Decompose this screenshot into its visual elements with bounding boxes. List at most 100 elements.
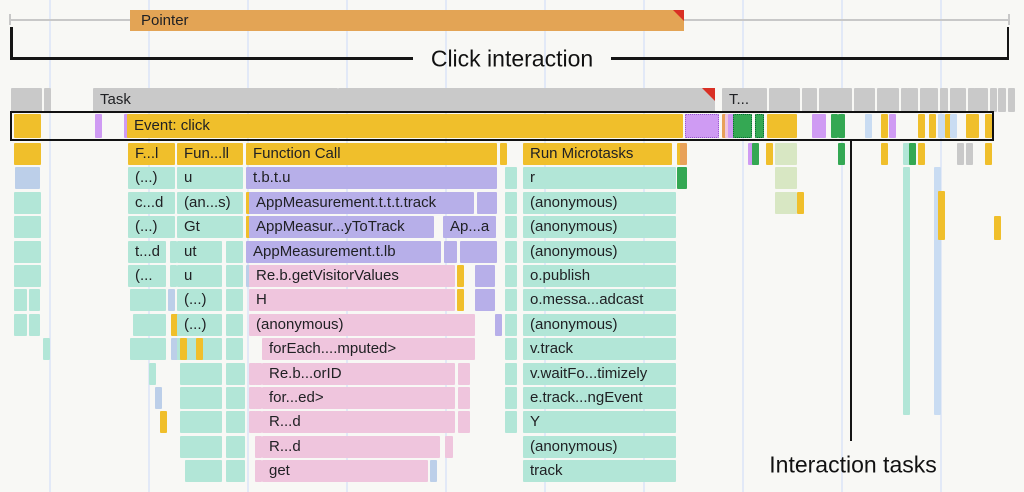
flame-segment[interactable] bbox=[500, 143, 507, 165]
flame-bar[interactable]: Function Call bbox=[246, 143, 497, 165]
flame-segment[interactable] bbox=[974, 88, 988, 112]
flame-segment[interactable] bbox=[748, 143, 755, 165]
flame-segment[interactable] bbox=[155, 387, 162, 409]
flame-segment[interactable] bbox=[180, 363, 222, 385]
flame-segment[interactable] bbox=[29, 314, 40, 336]
flame-segment[interactable] bbox=[865, 114, 872, 138]
flame-segment[interactable] bbox=[226, 314, 243, 336]
flame-segment[interactable] bbox=[940, 88, 948, 112]
flame-bar[interactable]: (anonymous) bbox=[523, 436, 676, 458]
flame-segment[interactable] bbox=[775, 143, 797, 165]
flame-segment[interactable] bbox=[168, 289, 175, 311]
flame-bar[interactable]: v.track bbox=[523, 338, 676, 360]
flame-segment[interactable] bbox=[990, 88, 997, 112]
flame-segment[interactable] bbox=[430, 460, 437, 482]
flame-segment[interactable] bbox=[945, 114, 952, 138]
flame-bar[interactable]: H bbox=[249, 289, 455, 311]
flame-segment[interactable] bbox=[14, 216, 41, 238]
flame-segment[interactable] bbox=[505, 265, 517, 287]
flame-segment[interactable] bbox=[171, 338, 178, 360]
flame-bar[interactable]: (...) bbox=[128, 167, 175, 189]
flame-bar[interactable]: o.messa...adcast bbox=[523, 289, 676, 311]
flame-segment[interactable] bbox=[226, 411, 245, 433]
flame-segment[interactable] bbox=[477, 192, 497, 214]
flame-segment[interactable] bbox=[918, 143, 925, 165]
flame-segment[interactable] bbox=[819, 114, 826, 138]
flame-segment[interactable] bbox=[458, 411, 470, 433]
flame-segment[interactable] bbox=[680, 143, 687, 165]
flame-segment[interactable] bbox=[775, 192, 797, 214]
flame-segment[interactable] bbox=[1008, 88, 1015, 112]
flame-segment[interactable] bbox=[505, 241, 517, 263]
flame-segment[interactable] bbox=[249, 411, 256, 433]
flame-segment[interactable] bbox=[807, 88, 817, 112]
flame-segment[interactable] bbox=[185, 460, 222, 482]
flame-segment[interactable] bbox=[859, 88, 875, 112]
flame-segment[interactable] bbox=[929, 114, 936, 138]
task-long-portion[interactable] bbox=[338, 88, 715, 112]
flame-bar[interactable]: r bbox=[523, 167, 676, 189]
flame-segment[interactable] bbox=[728, 114, 735, 138]
flame-segment[interactable] bbox=[180, 387, 222, 409]
flame-segment[interactable] bbox=[445, 436, 453, 458]
flame-segment[interactable] bbox=[14, 265, 41, 287]
flame-bar[interactable]: v.waitFo...timizely bbox=[523, 363, 676, 385]
flame-segment[interactable] bbox=[14, 192, 41, 214]
flame-bar[interactable]: u bbox=[177, 265, 222, 287]
flame-segment[interactable] bbox=[901, 88, 908, 112]
flame-segment[interactable] bbox=[505, 411, 517, 433]
flame-segment[interactable] bbox=[909, 143, 916, 165]
flame-segment[interactable] bbox=[769, 88, 800, 112]
flame-segment[interactable] bbox=[475, 265, 495, 287]
pointer-interaction-bar[interactable]: Pointer bbox=[130, 10, 684, 31]
flame-segment[interactable] bbox=[838, 114, 845, 138]
flame-segment[interactable] bbox=[733, 114, 752, 138]
flame-segment[interactable] bbox=[457, 265, 464, 287]
flame-bar[interactable]: R...d bbox=[262, 436, 440, 458]
flame-bar[interactable]: (anonymous) bbox=[523, 314, 676, 336]
flame-segment[interactable] bbox=[130, 338, 166, 360]
flame-segment[interactable] bbox=[680, 167, 687, 189]
flame-segment[interactable] bbox=[903, 143, 910, 165]
flame-segment[interactable] bbox=[966, 114, 973, 138]
flame-segment[interactable] bbox=[196, 338, 203, 360]
flame-segment[interactable] bbox=[226, 363, 245, 385]
flame-segment[interactable] bbox=[824, 88, 852, 112]
flame-segment[interactable] bbox=[226, 338, 243, 360]
flame-segment[interactable] bbox=[920, 88, 938, 112]
flame-bar[interactable]: for...ed> bbox=[262, 387, 455, 409]
flame-bar[interactable]: (... bbox=[128, 265, 166, 287]
flame-segment[interactable] bbox=[226, 241, 243, 263]
flame-segment[interactable] bbox=[444, 241, 457, 263]
task-bar[interactable]: Task bbox=[93, 88, 338, 112]
flame-segment[interactable] bbox=[938, 114, 945, 138]
flame-segment[interactable] bbox=[881, 114, 888, 138]
flame-segment[interactable] bbox=[14, 114, 41, 138]
flame-segment[interactable] bbox=[14, 241, 41, 263]
flame-bar[interactable]: (anonymous) bbox=[523, 216, 676, 238]
flame-bar[interactable]: AppMeasur...yToTrack bbox=[249, 216, 434, 238]
flame-segment[interactable] bbox=[458, 387, 470, 409]
flame-segment[interactable] bbox=[755, 114, 764, 138]
flame-segment[interactable] bbox=[255, 363, 262, 385]
flame-segment[interactable] bbox=[505, 216, 517, 238]
flame-segment[interactable] bbox=[14, 314, 27, 336]
flame-segment[interactable] bbox=[15, 167, 40, 189]
flame-segment[interactable] bbox=[255, 460, 262, 482]
flame-bar[interactable]: get bbox=[262, 460, 428, 482]
flame-segment[interactable] bbox=[249, 363, 256, 385]
flame-bar[interactable]: ut bbox=[177, 241, 222, 263]
flame-bar[interactable]: (...) bbox=[177, 314, 222, 336]
flame-segment[interactable] bbox=[226, 460, 245, 482]
flame-bar[interactable]: Re.b...orID bbox=[262, 363, 455, 385]
flame-segment[interactable] bbox=[475, 289, 495, 311]
flame-segment[interactable] bbox=[994, 216, 1001, 240]
flame-segment[interactable] bbox=[797, 192, 804, 214]
flame-bar[interactable]: R...d bbox=[262, 411, 455, 433]
flame-segment[interactable] bbox=[903, 167, 910, 415]
flame-bar[interactable]: Ap...a bbox=[443, 216, 496, 238]
flame-segment[interactable] bbox=[766, 143, 773, 165]
flame-bar[interactable]: AppMeasurement.t.lb bbox=[246, 241, 441, 263]
flame-bar[interactable]: Fun...ll bbox=[177, 143, 243, 165]
flame-bar[interactable]: F...l bbox=[128, 143, 175, 165]
